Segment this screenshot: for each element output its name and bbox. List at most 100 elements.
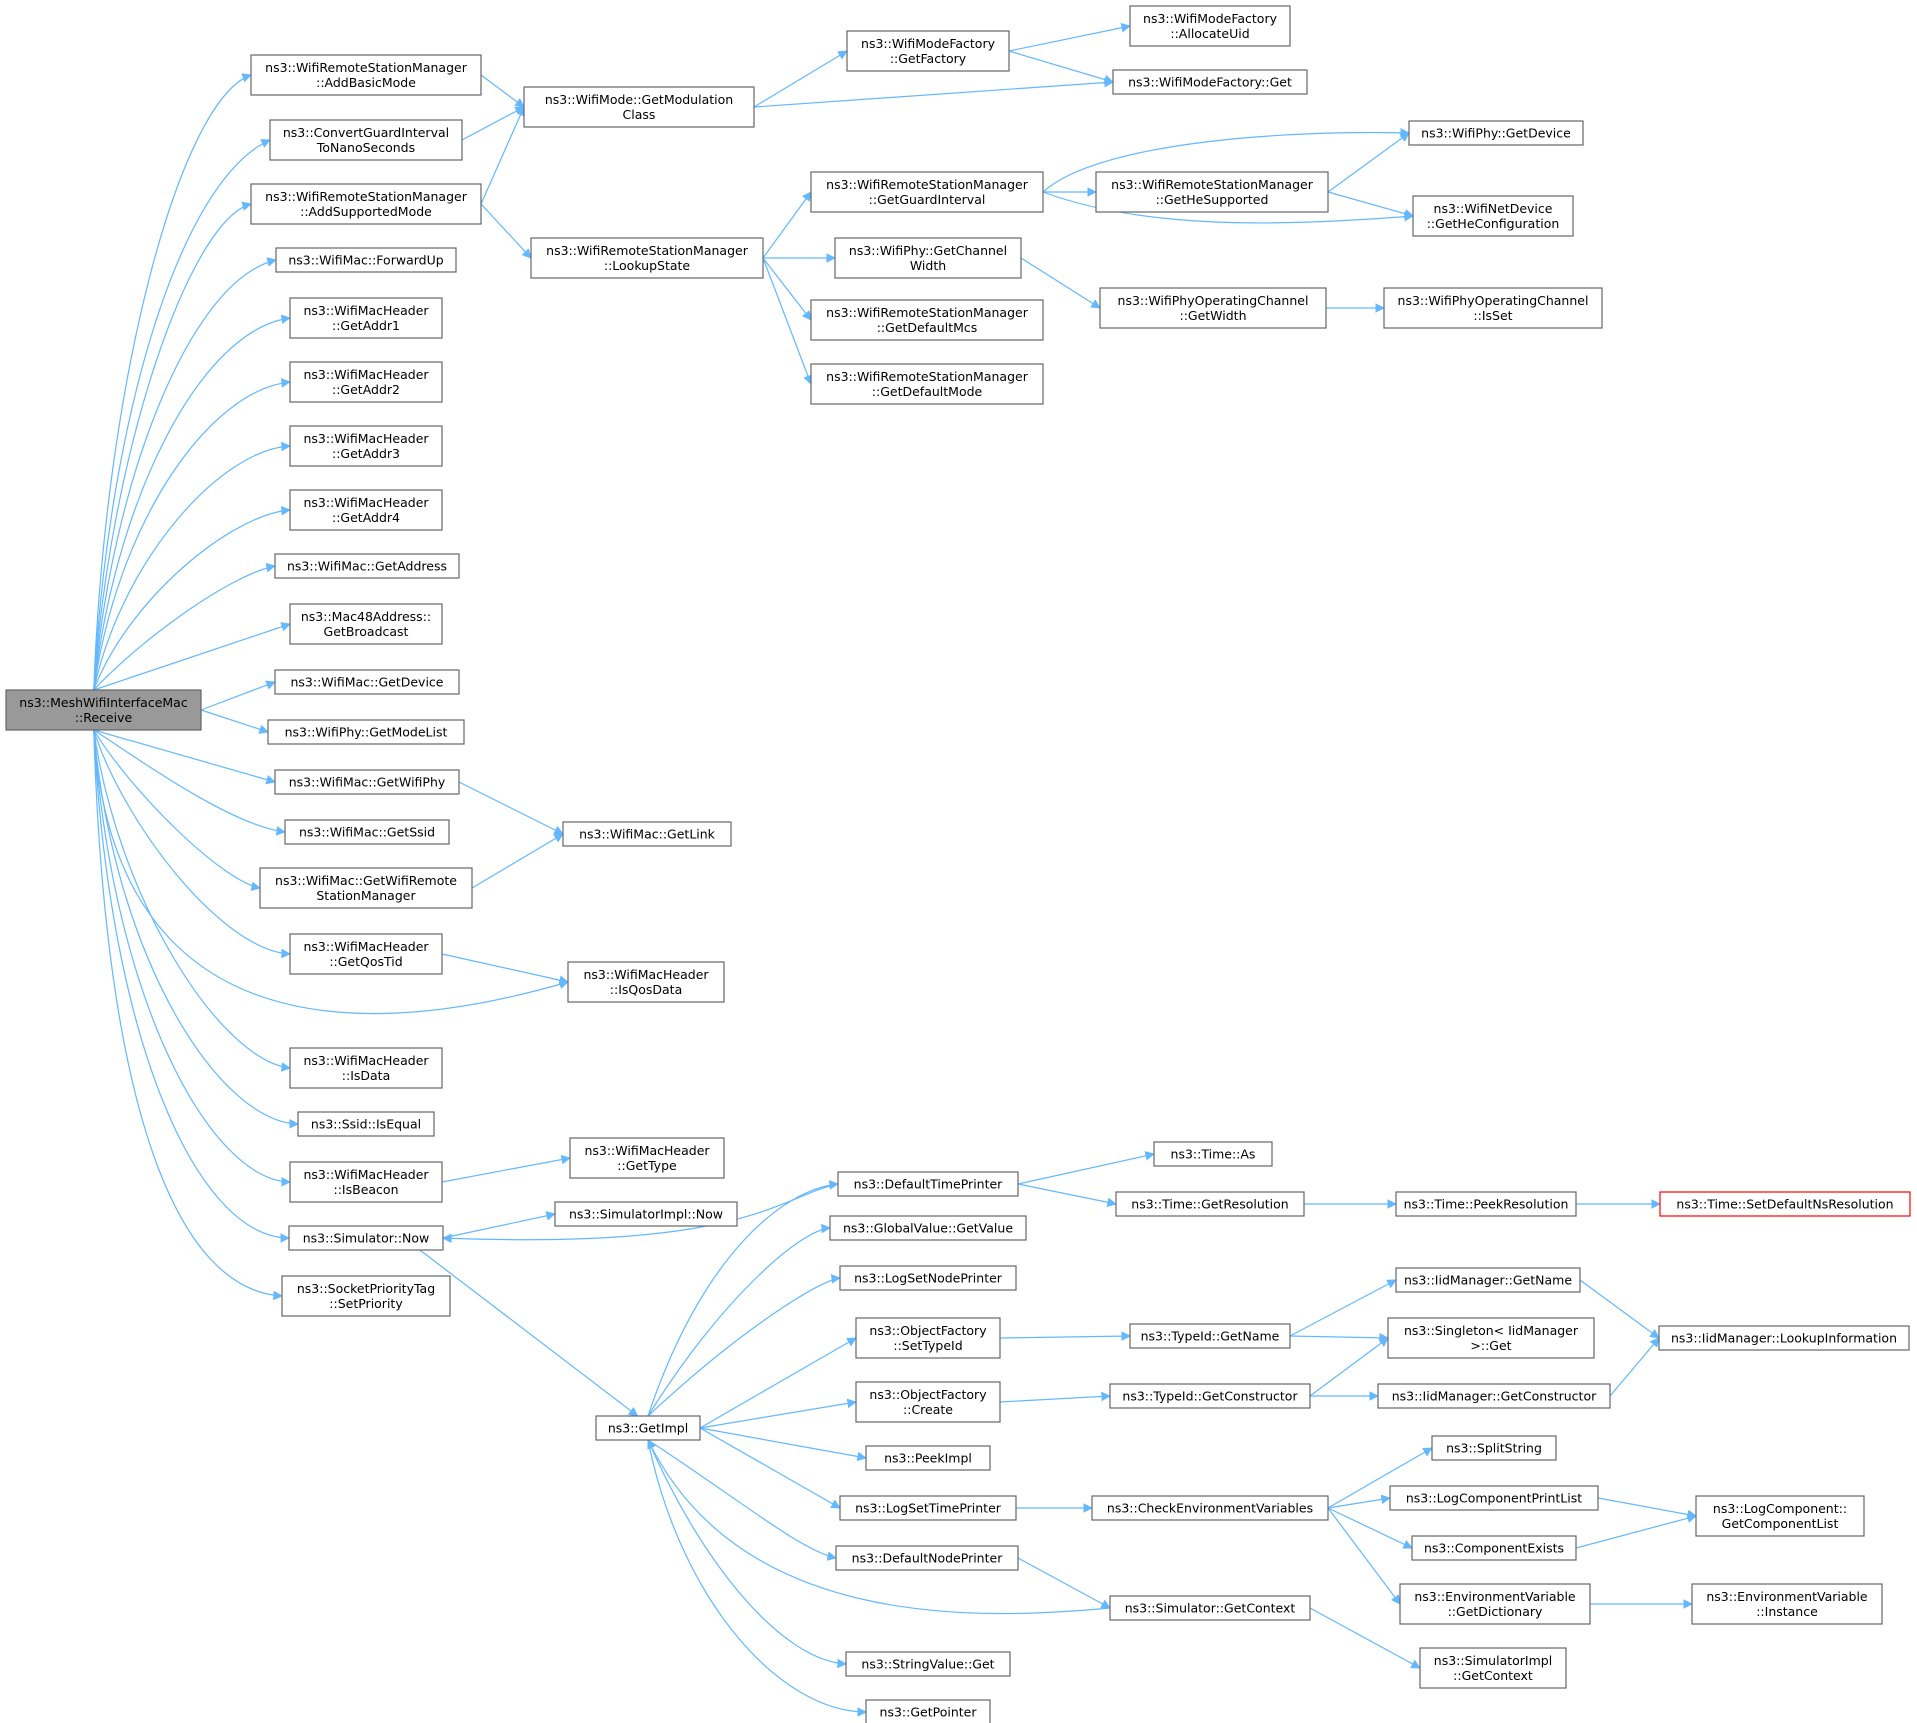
node-phyGetDevice[interactable]: ns3::WifiPhy::GetDevice [1408, 120, 1584, 146]
node-defaultNodePrinter[interactable]: ns3::DefaultNodePrinter [835, 1545, 1019, 1571]
node-label: ::GetDefaultMode [872, 384, 983, 399]
node-getLink[interactable]: ns3::WifiMac::GetLink [562, 821, 732, 847]
node-peekResolution[interactable]: ns3::Time::PeekResolution [1395, 1191, 1577, 1217]
node-getWifiRSM[interactable]: ns3::WifiMac::GetWifiRemoteStationManage… [259, 867, 473, 909]
node-setTypeId[interactable]: ns3::ObjectFactory::SetTypeId [855, 1317, 1001, 1359]
call-edge [647, 1180, 839, 1417]
node-isData[interactable]: ns3::WifiMacHeader::IsData [289, 1047, 443, 1089]
node-root[interactable]: ns3::MeshWifiInterfaceMac::Receive [5, 689, 202, 731]
node-simGetContext[interactable]: ns3::Simulator::GetContext [1109, 1595, 1311, 1621]
node-defaultTimePrinter[interactable]: ns3::DefaultTimePrinter [837, 1171, 1019, 1197]
node-splitString[interactable]: ns3::SplitString [1431, 1435, 1557, 1461]
node-stringGet[interactable]: ns3::StringValue::Get [845, 1651, 1011, 1677]
node-logSetTimePrinter[interactable]: ns3::LogSetTimePrinter [839, 1495, 1017, 1521]
call-edge [1609, 1337, 1660, 1397]
node-macGetDevice[interactable]: ns3::WifiMac::GetDevice [274, 669, 460, 695]
node-simImplGetContext[interactable]: ns3::SimulatorImpl::GetContext [1419, 1647, 1567, 1689]
node-box [1412, 195, 1574, 237]
node-getBroadcast[interactable]: ns3::Mac48Address::GetBroadcast [289, 603, 443, 645]
node-typeIdGetName[interactable]: ns3::TypeId::GetName [1129, 1323, 1291, 1349]
call-edge [699, 1427, 867, 1462]
node-getFactory[interactable]: ns3::WifiModeFactory::GetFactory [846, 30, 1010, 72]
node-box [530, 237, 764, 279]
node-iidGetName[interactable]: ns3::IidManager::GetName [1395, 1267, 1581, 1293]
node-getWifiPhy[interactable]: ns3::WifiMac::GetWifiPhy [274, 769, 460, 795]
node-getType[interactable]: ns3::WifiMacHeader::GetType [569, 1137, 725, 1179]
node-lookupInfo[interactable]: ns3::IidManager::LookupInformation [1658, 1325, 1910, 1351]
node-componentExists[interactable]: ns3::ComponentExists [1411, 1535, 1577, 1561]
node-getGuardInterval[interactable]: ns3::WifiRemoteStationManager::GetGuardI… [810, 171, 1044, 213]
node-getResolution[interactable]: ns3::Time::GetResolution [1115, 1191, 1305, 1217]
node-allocateUid[interactable]: ns3::WifiModeFactory::AllocateUid [1129, 5, 1291, 47]
node-timeAs[interactable]: ns3::Time::As [1153, 1141, 1273, 1167]
node-label: Width [910, 258, 946, 273]
node-getHeConfig[interactable]: ns3::WifiNetDevice::GetHeConfiguration [1412, 195, 1574, 237]
call-edge [1327, 1494, 1391, 1509]
node-lookupState[interactable]: ns3::WifiRemoteStationManager::LookupSta… [530, 237, 764, 279]
node-label: ::GetType [617, 1158, 677, 1173]
node-label: ::Create [903, 1402, 953, 1417]
node-getAddr2[interactable]: ns3::WifiMacHeader::GetAddr2 [289, 361, 443, 403]
node-getDefaultMcs[interactable]: ns3::WifiRemoteStationManager::GetDefaul… [810, 299, 1044, 341]
node-getHeSupported[interactable]: ns3::WifiRemoteStationManager::GetHeSupp… [1095, 171, 1329, 213]
node-isBeacon[interactable]: ns3::WifiMacHeader::IsBeacon [289, 1161, 443, 1203]
node-box [835, 1545, 1019, 1571]
node-getSsid[interactable]: ns3::WifiMac::GetSsid [284, 819, 450, 845]
node-factoryGet[interactable]: ns3::WifiModeFactory::Get [1112, 69, 1308, 95]
node-getWidth[interactable]: ns3::WifiPhyOperatingChannel::GetWidth [1099, 287, 1327, 329]
node-peekImpl[interactable]: ns3::PeekImpl [865, 1445, 991, 1471]
node-label: ns3::IidManager::GetName [1404, 1273, 1572, 1288]
node-getDefaultMode[interactable]: ns3::WifiRemoteStationManager::GetDefaul… [810, 363, 1044, 405]
node-getImpl[interactable]: ns3::GetImpl [595, 1415, 701, 1441]
node-simImplNow[interactable]: ns3::SimulatorImpl::Now [554, 1201, 738, 1227]
node-ofCreate[interactable]: ns3::ObjectFactory::Create [855, 1381, 1001, 1423]
node-forwardUp[interactable]: ns3::WifiMac::ForwardUp [275, 247, 457, 273]
node-label: ToNanoSeconds [316, 140, 415, 155]
node-getAddress[interactable]: ns3::WifiMac::GetAddress [274, 553, 460, 579]
node-envInstance[interactable]: ns3::EnvironmentVariable::Instance [1691, 1583, 1883, 1625]
node-checkEnvVars[interactable]: ns3::CheckEnvironmentVariables [1091, 1495, 1329, 1521]
node-label: ns3::WifiMacHeader [583, 967, 709, 982]
node-iidGetCtor[interactable]: ns3::IidManager::GetConstructor [1377, 1383, 1611, 1409]
node-setDefaultNsRes[interactable]: ns3::Time::SetDefaultNsResolution [1659, 1191, 1911, 1217]
node-singletonGet[interactable]: ns3::Singleton< IidManager>::Get [1387, 1317, 1595, 1359]
node-box [1659, 1191, 1911, 1217]
node-addBasicMode[interactable]: ns3::WifiRemoteStationManager::AddBasicM… [250, 54, 482, 96]
node-logCompPrintList[interactable]: ns3::LogComponentPrintList [1389, 1485, 1599, 1511]
node-label: ns3::WifiPhyOperatingChannel [1398, 293, 1589, 308]
node-getAddr1[interactable]: ns3::WifiMacHeader::GetAddr1 [289, 297, 443, 339]
call-edge [762, 257, 812, 321]
node-box [569, 1137, 725, 1179]
node-addSupportedMode[interactable]: ns3::WifiRemoteStationManager::AddSuppor… [250, 183, 482, 225]
node-getModeList[interactable]: ns3::WifiPhy::GetModeList [267, 719, 465, 745]
node-isSet[interactable]: ns3::WifiPhyOperatingChannel::IsSet [1383, 287, 1603, 329]
call-edge [480, 106, 525, 205]
call-edge [93, 729, 286, 836]
node-logSetNodePrinter[interactable]: ns3::LogSetNodePrinter [839, 1265, 1017, 1291]
node-box [846, 30, 1010, 72]
node-label: ns3::GetPointer [880, 1705, 978, 1720]
node-setPriority[interactable]: ns3::SocketPriorityTag::SetPriority [281, 1275, 451, 1317]
node-logGetCompList[interactable]: ns3::LogComponent::GetComponentList [1695, 1495, 1865, 1537]
node-getAddr3[interactable]: ns3::WifiMacHeader::GetAddr3 [289, 425, 443, 467]
node-box [1112, 69, 1308, 95]
node-label: ns3::WifiRemoteStationManager [265, 60, 468, 75]
node-label: ns3::MeshWifiInterfaceMac [19, 695, 188, 710]
node-envGetDict[interactable]: ns3::EnvironmentVariable::GetDictionary [1399, 1583, 1591, 1625]
node-getPointer[interactable]: ns3::GetPointer [865, 1699, 991, 1723]
node-getQosTid[interactable]: ns3::WifiMacHeader::GetQosTid [289, 933, 443, 975]
node-getAddr4[interactable]: ns3::WifiMacHeader::GetAddr4 [289, 489, 443, 531]
node-simNow[interactable]: ns3::Simulator::Now [288, 1225, 444, 1251]
node-label: ::GetAddr4 [332, 510, 400, 525]
node-typeIdGetCtor[interactable]: ns3::TypeId::GetConstructor [1109, 1383, 1311, 1409]
node-label: ns3::WifiMacHeader [303, 1053, 429, 1068]
node-label: ns3::WifiPhy::GetModeList [285, 725, 448, 740]
node-isQosData[interactable]: ns3::WifiMacHeader::IsQosData [567, 961, 725, 1003]
call-edge [93, 562, 276, 691]
node-globalGetValue[interactable]: ns3::GlobalValue::GetValue [829, 1215, 1027, 1241]
node-isEqual[interactable]: ns3::Ssid::IsEqual [297, 1111, 435, 1137]
call-edge [93, 378, 291, 691]
